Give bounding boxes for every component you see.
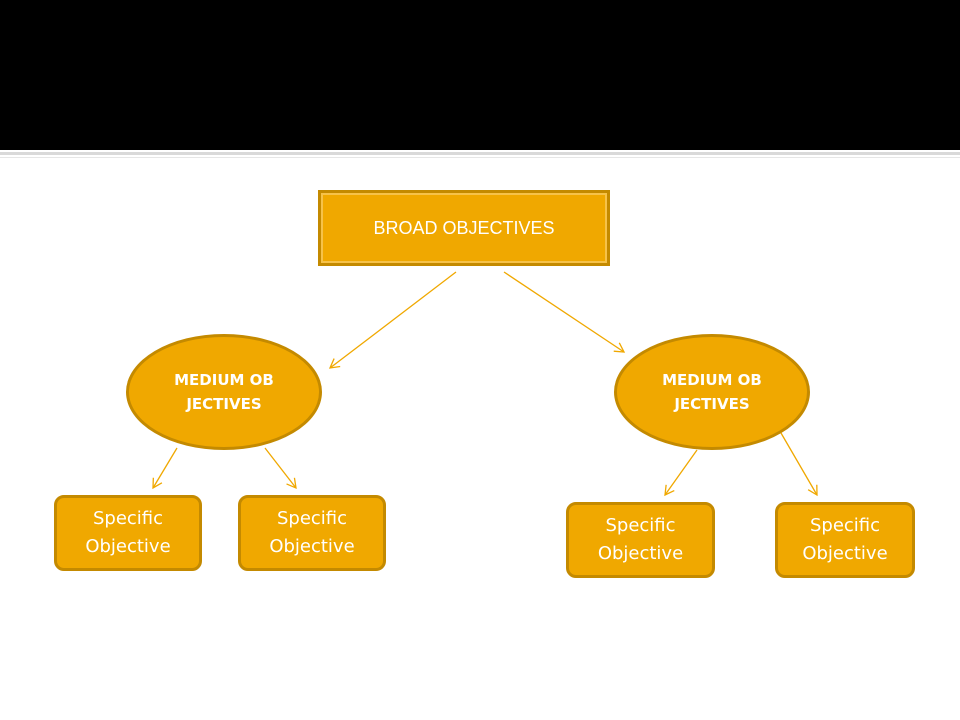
specific-objective-node-1: Specific Objective (54, 495, 202, 571)
broad-objectives-label: BROAD OBJECTIVES (373, 217, 555, 238)
arrow-root-to-medium-right (503, 271, 626, 353)
arrow-medium-left-to-specific-1 (152, 447, 178, 490)
arrow-root-to-medium-left (328, 271, 457, 369)
title-bar (0, 0, 960, 150)
medium-objectives-label: MEDIUM OBJECTIVES (662, 371, 762, 413)
specific-objective-node-3: Specific Objective (566, 502, 715, 578)
arrow-medium-right-to-specific-4 (780, 432, 818, 497)
specific-objective-label: Specific Objective (269, 508, 355, 557)
medium-objectives-label: MEDIUM OBJECTIVES (174, 371, 274, 413)
specific-objective-node-2: Specific Objective (238, 495, 386, 571)
header-divider-thin (0, 157, 960, 158)
specific-objective-label: Specific Objective (597, 515, 684, 564)
header-divider (0, 152, 960, 155)
specific-objective-node-4: Specific Objective (775, 502, 915, 578)
specific-objective-label: Specific Objective (802, 515, 888, 564)
arrow-medium-left-to-specific-2 (264, 447, 297, 490)
specific-objective-label: Specific Objective (85, 508, 171, 557)
medium-objectives-node-left: MEDIUM OBJECTIVES (126, 334, 322, 450)
medium-objectives-node-right: MEDIUM OBJECTIVES (614, 334, 810, 450)
broad-objectives-node: BROAD OBJECTIVES (318, 190, 610, 266)
arrow-medium-right-to-specific-3 (664, 449, 698, 497)
